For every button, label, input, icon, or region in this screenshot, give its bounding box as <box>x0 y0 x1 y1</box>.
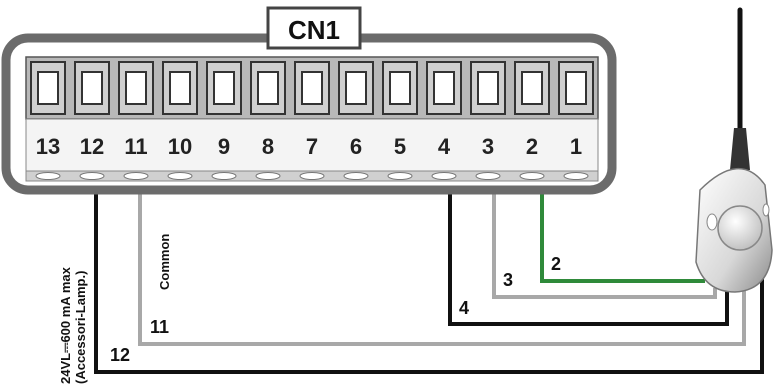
terminal-hole-1 <box>563 172 589 180</box>
terminal-hole-10 <box>167 172 193 180</box>
terminal-hole-7 <box>299 172 325 180</box>
terminal-hole-9 <box>211 172 237 180</box>
cn1-title-text: CN1 <box>288 15 340 45</box>
wire-12 <box>94 180 764 374</box>
wire-labels: 2 3 4 11 12 <box>110 254 561 365</box>
wire-label-2: 2 <box>551 254 561 274</box>
terminal-screw-slot-7 <box>301 71 323 105</box>
wire-label-11: 11 <box>150 317 169 337</box>
receiver-led <box>706 213 718 231</box>
terminal-number-5: 5 <box>394 134 406 159</box>
terminal-hole-5 <box>387 172 413 180</box>
terminal-hole-11 <box>123 172 149 180</box>
terminal-screw-slot-12 <box>81 71 103 105</box>
wire-label-12: 12 <box>110 345 130 365</box>
receiver-device <box>695 7 773 293</box>
terminal-number-11: 11 <box>124 134 147 159</box>
receiver-button <box>717 205 763 251</box>
terminal-number-1: 1 <box>570 134 582 159</box>
wires <box>94 180 764 374</box>
antenna-base <box>730 128 750 170</box>
terminal-screw-slot-1 <box>565 71 587 105</box>
terminal-hole-12 <box>79 172 105 180</box>
wire-11 <box>138 180 746 346</box>
terminal-number-12: 12 <box>80 134 104 159</box>
terminal-number-6: 6 <box>350 134 362 159</box>
terminal-number-2: 2 <box>526 134 538 159</box>
cn1-connector: 13 12 11 10 9 8 7 6 5 4 3 2 1 <box>1 33 617 195</box>
terminal-screw-slot-5 <box>389 71 411 105</box>
receiver-side-led <box>762 203 770 217</box>
terminal-screw-slot-8 <box>257 71 279 105</box>
terminal-screw-slot-9 <box>213 71 235 105</box>
terminal-hole-2 <box>519 172 545 180</box>
wire-label-3: 3 <box>503 270 513 290</box>
terminal-hole-4 <box>431 172 457 180</box>
terminal-number-13: 13 <box>36 134 60 159</box>
common-label: Common <box>157 234 172 290</box>
terminal-screw-slot-11 <box>125 71 147 105</box>
terminal-number-9: 9 <box>218 134 230 159</box>
wire-4 <box>448 180 729 326</box>
terminal-screw-slot-13 <box>37 71 59 105</box>
terminal-screw-slot-6 <box>345 71 367 105</box>
cn1-title: CN1 <box>266 6 362 50</box>
terminal-number-7: 7 <box>306 134 318 159</box>
terminal-screw-3 <box>470 61 506 115</box>
terminal-number-4: 4 <box>438 134 451 159</box>
terminal-holes <box>35 172 589 180</box>
terminal-screws <box>30 61 594 115</box>
terminal-hole-6 <box>343 172 369 180</box>
terminal-hole-13 <box>35 172 61 180</box>
wire-2 <box>540 180 705 283</box>
terminal-hole-3 <box>475 172 501 180</box>
terminal-screw-slot-2 <box>521 71 543 105</box>
terminal-screw-slot-10 <box>169 71 191 105</box>
power-label-line2: (Accessori-Lamp.) <box>73 271 88 384</box>
terminal-number-10: 10 <box>168 134 192 159</box>
wire-label-4: 4 <box>459 298 469 318</box>
terminal-screw-slot-4 <box>433 71 455 105</box>
power-label-line1: 24VL⎓600 mA max <box>58 266 73 384</box>
cn1-title-box <box>266 6 362 50</box>
terminal-hole-8 <box>255 172 281 180</box>
terminal-screw-slot-3 <box>477 71 499 105</box>
terminal-number-8: 8 <box>262 134 274 159</box>
wire-3 <box>492 180 717 299</box>
terminal-numbers: 13 12 11 10 9 8 7 6 5 4 3 2 1 <box>36 134 582 159</box>
terminal-number-3: 3 <box>482 134 494 159</box>
